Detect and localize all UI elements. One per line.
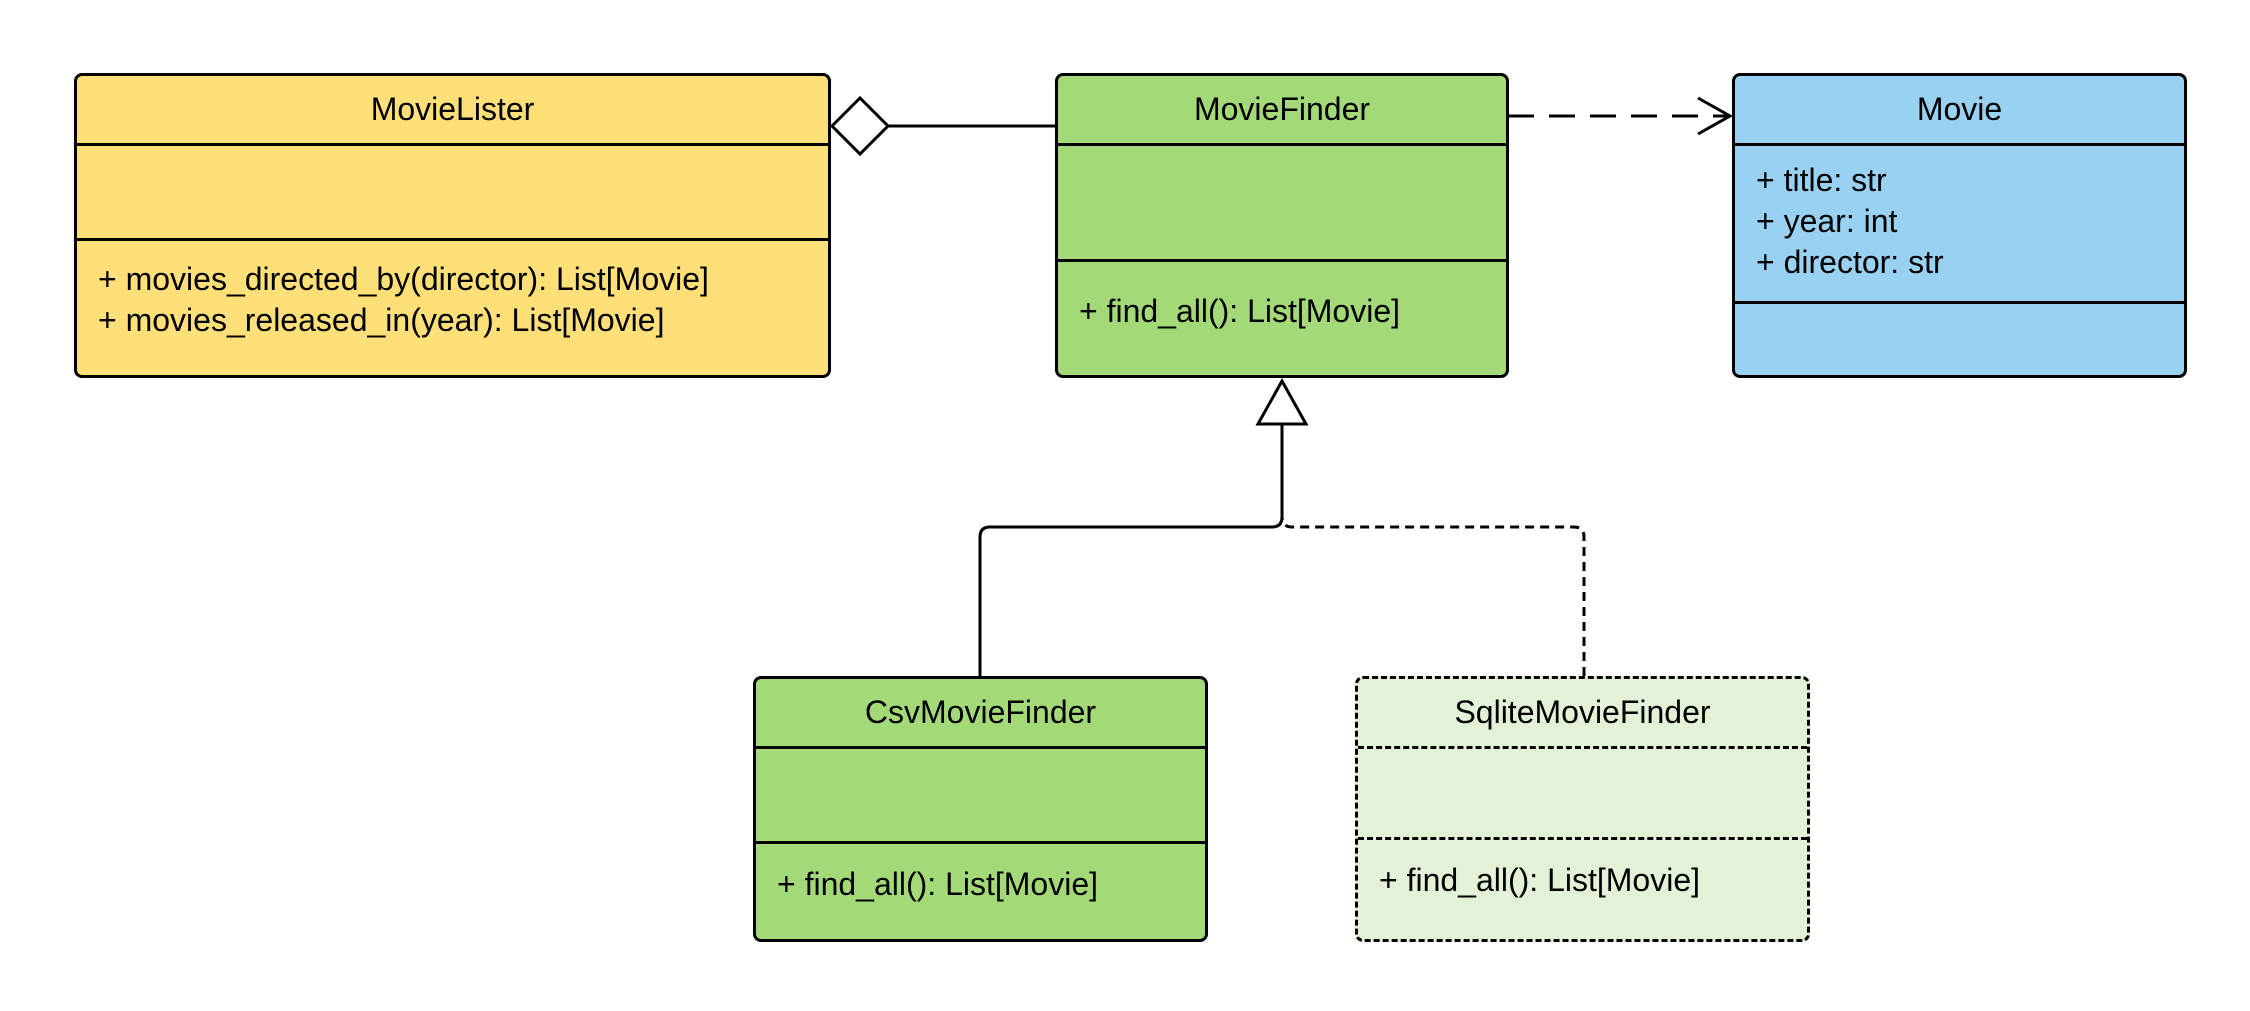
aggregation-diamond [829,95,891,157]
class-methods: + movies_directed_by(director): List[Mov… [77,241,828,375]
inheritance-triangle [1255,377,1309,426]
class-methods: + find_all(): List[Movie] [756,844,1205,939]
class-name: MovieFinder [1058,76,1506,146]
dependency-arrowhead [1697,96,1734,136]
method-movies-released-in: + movies_released_in(year): List[Movie] [98,302,665,338]
attribute-year: + year: int [1756,203,1898,239]
dependency-connector [1508,96,1734,136]
method-find-all: + find_all(): List[Movie] [1079,293,1401,329]
inheritance-line [978,424,1284,676]
class-methods [1735,304,2184,375]
class-name: SqliteMovieFinder [1358,679,1807,749]
class-attributes [756,749,1205,844]
method-find-all: + find_all(): List[Movie] [1379,862,1701,898]
class-name: Movie [1735,76,2184,146]
realization-line [1280,516,1586,676]
class-csv-movie-finder: CsvMovieFinder + find_all(): List[Movie] [753,676,1208,942]
class-attributes [1358,749,1807,840]
class-sqlite-movie-finder: SqliteMovieFinder + find_all(): List[Mov… [1355,676,1810,942]
inheritance-connector [978,377,1309,676]
class-attributes: + title: str + year: int + director: str [1735,146,2184,304]
aggregation-connector [829,95,1055,157]
class-name: CsvMovieFinder [756,679,1205,749]
class-attributes [77,146,828,241]
class-movie-finder: MovieFinder + find_all(): List[Movie] [1055,73,1509,378]
class-name: MovieLister [77,76,828,146]
class-movie: Movie + title: str + year: int + directo… [1732,73,2187,378]
method-find-all: + find_all(): List[Movie] [777,866,1099,902]
class-movie-lister: MovieLister + movies_directed_by(directo… [74,73,831,378]
attribute-title: + title: str [1756,162,1887,198]
class-methods: + find_all(): List[Movie] [1358,840,1807,939]
class-methods: + find_all(): List[Movie] [1058,262,1506,375]
class-attributes [1058,146,1506,262]
attribute-director: + director: str [1756,244,1944,280]
method-movies-directed-by: + movies_directed_by(director): List[Mov… [98,261,709,297]
